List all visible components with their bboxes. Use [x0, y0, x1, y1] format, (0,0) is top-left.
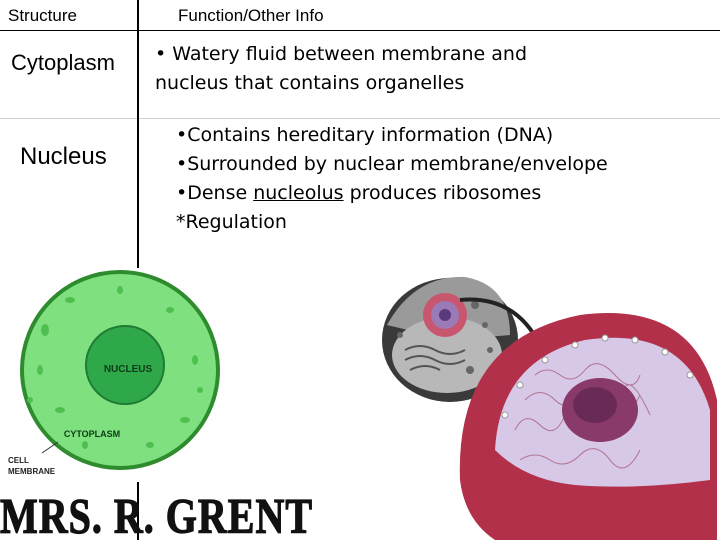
- nucleus-description: •Contains hereditary information (DNA) •…: [176, 121, 696, 237]
- header-divider: [0, 30, 720, 31]
- nucleolus-term: nucleolus: [253, 182, 344, 204]
- nucleus-line-4: *Regulation: [176, 211, 287, 233]
- membrane-label-2: MEMBRANE: [8, 467, 56, 476]
- nucleus-line-1: •Contains hereditary information (DNA): [176, 124, 554, 146]
- column-divider-lower: [137, 482, 139, 540]
- line3-prefix: •Dense: [176, 182, 254, 204]
- signature-text: MRS. R. GRENT: [0, 487, 314, 545]
- nucleus-cutaway-image: [459, 313, 717, 540]
- organelle-dots: [27, 286, 203, 449]
- membrane-pointer: [41, 441, 59, 454]
- header-function: Function/Other Info: [178, 6, 324, 25]
- nucleus-label: NUCLEUS: [104, 364, 153, 375]
- row-divider: [0, 118, 720, 119]
- cytoplasm-description: • Watery fluid between membrane and nucl…: [155, 40, 715, 98]
- membrane-label-1: CELL: [8, 456, 29, 465]
- line3-suffix: produces ribosomes: [343, 182, 542, 204]
- cytoplasm-line-1: • Watery fluid between membrane and: [155, 43, 528, 65]
- column-divider: [137, 0, 139, 268]
- structure-nucleus: Nucleus: [20, 143, 107, 170]
- nucleus-line-2: •Surrounded by nuclear membrane/envelope: [176, 153, 608, 175]
- cytoplasm-label: CYTOPLASM: [64, 429, 120, 439]
- cytoplasm-line-2: nucleus that contains organelles: [155, 72, 465, 94]
- nucleus-circle: [85, 325, 165, 405]
- header-structure: Structure: [8, 6, 77, 25]
- nucleus-line-3: •Dense nucleolus produces ribosomes: [176, 179, 696, 208]
- structure-cytoplasm: Cytoplasm: [11, 50, 115, 75]
- cell-cutaway-image: [382, 276, 518, 402]
- cell-diagram: NUCLEUS CYTOPLASM CELL MEMBRANE: [8, 270, 220, 476]
